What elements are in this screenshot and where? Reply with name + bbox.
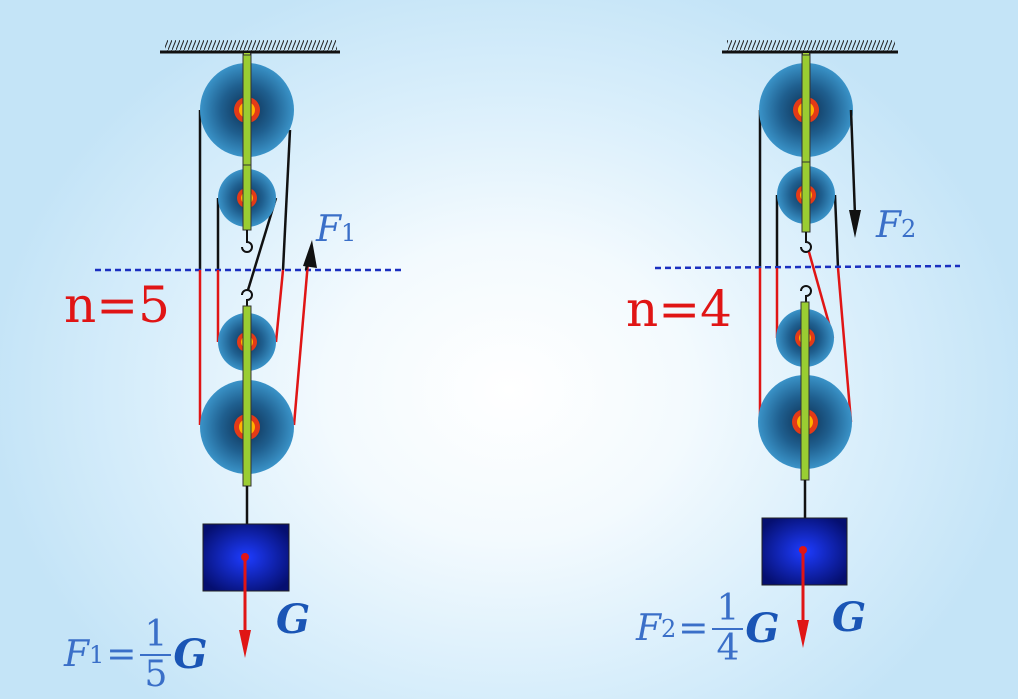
right-weight-arrow	[797, 546, 809, 648]
left-force-label: F1	[316, 212, 356, 248]
right-formula-equals: =	[678, 608, 709, 650]
right-formula-weight: G	[745, 605, 780, 653]
right-force-arrow	[849, 109, 861, 238]
left-upper-hook	[241, 230, 253, 253]
left-weight-arrow	[239, 553, 251, 658]
right-movable-axle-bar	[800, 301, 810, 481]
left-pulley-system	[95, 40, 405, 658]
right-force-label: F2	[876, 208, 916, 244]
left-formula-numerator: 1	[140, 616, 172, 656]
right-weight-label: G	[832, 594, 867, 641]
right-formula-fraction: 1 4	[712, 590, 744, 669]
left-formula-equals: =	[106, 634, 137, 676]
right-formula-denominator: 4	[716, 627, 740, 669]
left-lower-hook	[241, 289, 253, 312]
left-formula-sub: 1	[88, 640, 105, 669]
left-force-arrow	[303, 240, 317, 271]
right-ceiling	[722, 40, 898, 54]
left-load-ropes	[198, 261, 310, 426]
left-ceiling	[160, 40, 340, 54]
left-formula-weight: G	[173, 631, 208, 679]
right-free-ropes	[758, 110, 840, 269]
right-pulley-system	[654, 40, 961, 648]
right-cut-line	[654, 264, 961, 270]
right-force-letter: F	[876, 205, 901, 246]
right-n-label: n=4	[626, 280, 732, 338]
right-formula-sub: 2	[660, 614, 677, 643]
right-formula-f: F	[636, 608, 661, 650]
left-force-subscript: 1	[340, 219, 357, 247]
right-load-ropes	[758, 251, 853, 423]
right-fixed-pulley-small	[777, 161, 835, 233]
left-fixed-pulley-large	[200, 54, 294, 166]
right-force-subscript: 2	[900, 215, 917, 243]
right-formula-numerator: 1	[712, 590, 744, 630]
left-weight-label: G	[276, 596, 311, 643]
left-formula-fraction: 1 5	[140, 616, 172, 695]
right-lower-hook	[800, 285, 812, 308]
left-fixed-pulley-small	[218, 164, 276, 231]
left-formula-denominator: 5	[144, 653, 168, 695]
right-upper-hook	[800, 232, 812, 253]
left-force-letter: F	[316, 209, 341, 250]
left-formula-f: F	[64, 634, 89, 676]
right-fixed-pulley-large	[759, 54, 853, 166]
left-movable-axle-bar	[242, 305, 252, 487]
left-n-label: n=5	[64, 276, 170, 334]
